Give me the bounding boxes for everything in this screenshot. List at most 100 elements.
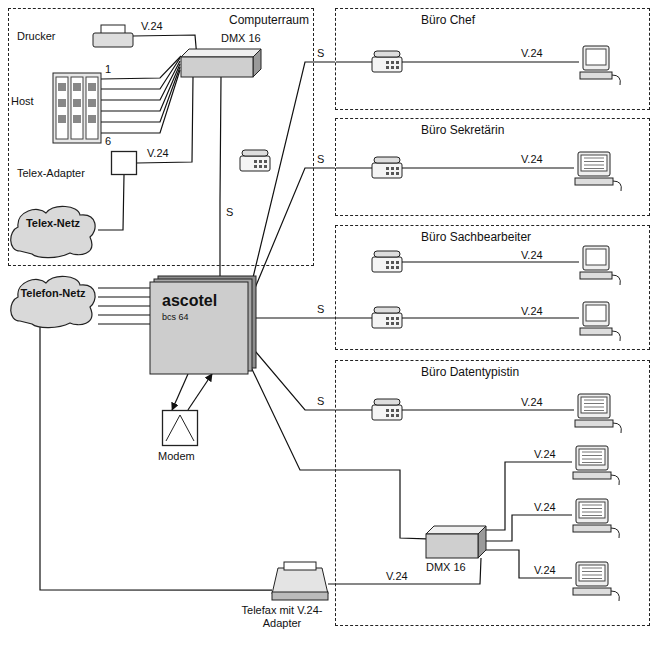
device-label: Telex-Adapter — [17, 167, 85, 180]
fax-device: Telefax mit V.24-Adapter — [272, 568, 328, 600]
wire — [100, 70, 180, 133]
connector — [98, 175, 124, 230]
wire — [336, 409, 372, 410]
connector — [328, 558, 481, 584]
wire — [336, 61, 372, 62]
telephone-icon — [372, 157, 402, 178]
telephone-icon — [372, 307, 402, 328]
connector — [250, 317, 335, 318]
computer-icon — [580, 246, 620, 285]
line-number: 1 — [104, 63, 112, 75]
wire — [98, 305, 150, 306]
printer-device: Drucker — [93, 25, 133, 47]
connector — [250, 168, 335, 300]
wire — [402, 409, 574, 410]
terminal-icon — [575, 152, 621, 191]
connector — [250, 345, 335, 410]
wire — [402, 261, 579, 262]
connector-label: S — [316, 153, 325, 165]
telephone-icon — [372, 251, 402, 272]
device-label: Telefax mit V.24-Adapter — [232, 604, 332, 629]
connector — [250, 365, 426, 539]
connector — [188, 374, 212, 410]
pbx-box: ascotelbcs 64 — [150, 282, 250, 374]
connector-label: S — [225, 206, 234, 218]
network-cloud-shape — [8, 275, 98, 327]
office-region: Büro Sekretärin — [335, 118, 650, 216]
terminal-icon — [573, 499, 619, 538]
connector-label: S — [316, 47, 325, 59]
network-cloud: Telefon-Netz — [8, 275, 98, 327]
office-region: Büro Sachbearbeiter — [335, 225, 650, 350]
telephone-icon — [372, 399, 402, 420]
computer-icon — [580, 302, 620, 341]
multiplexer-box-shape — [426, 526, 486, 558]
connector — [172, 374, 188, 410]
network-cloud-shape — [8, 205, 98, 257]
host-computer: Host — [53, 73, 101, 143]
device-label: Host — [11, 95, 34, 108]
interface-label: V.24 — [520, 153, 544, 165]
interface-label: V.24 — [520, 249, 544, 261]
terminal-icon — [575, 394, 621, 433]
wire — [485, 550, 572, 578]
adapter-box: Telex-Adapter — [111, 151, 137, 175]
wire — [336, 167, 372, 168]
connector — [137, 77, 193, 163]
region-title: Büro Sekretärin — [421, 124, 504, 138]
multiplexer-box-shape — [181, 49, 261, 77]
telephone-icon — [240, 150, 270, 171]
connector-label: V.24 — [140, 20, 164, 32]
wire — [402, 317, 579, 318]
region-title: Büro Chef — [421, 14, 475, 28]
connector-label: S — [316, 395, 325, 407]
interface-label: V.24 — [520, 47, 544, 59]
connector-label: S — [316, 303, 325, 315]
line-number: 6 — [104, 135, 112, 147]
wire — [485, 515, 572, 541]
telephone-icon — [372, 51, 402, 72]
connector-label: V.24 — [385, 570, 409, 582]
wire — [402, 61, 579, 62]
terminal-icon — [573, 446, 619, 485]
computer-icon — [580, 46, 620, 85]
wire — [100, 67, 180, 122]
device-label: DMX 16 — [221, 32, 261, 45]
wire — [98, 296, 150, 297]
wire — [485, 462, 572, 530]
connector — [133, 35, 196, 49]
fax-device-shape — [272, 568, 328, 600]
device-label: Telex-Netz — [22, 217, 84, 230]
modem-box-shape — [162, 410, 198, 446]
connector — [101, 56, 181, 79]
device-label: Telefon-Netz — [18, 287, 88, 300]
wire — [100, 61, 180, 100]
terminal-icon — [573, 562, 619, 601]
host-computer-shape — [53, 73, 101, 143]
multiplexer-box: DMX 16 — [426, 526, 486, 558]
wire — [98, 323, 150, 324]
wire — [100, 64, 180, 111]
wire — [402, 167, 574, 168]
device-label: ascotel — [162, 292, 217, 310]
connector-label: V.24 — [146, 147, 170, 159]
multiplexer-box: DMX 16 — [181, 49, 261, 77]
modem-box: Modem — [162, 410, 198, 446]
printer-device-shape — [93, 25, 133, 47]
connector — [250, 62, 335, 290]
network-cloud: Telex-Netz — [8, 205, 98, 257]
interface-label: V.24 — [533, 448, 557, 460]
connector — [98, 287, 150, 288]
office-region: Büro DatentypistinDMX 16 — [335, 360, 650, 626]
device-label: Modem — [158, 450, 195, 463]
connector — [220, 77, 221, 282]
office-region: Büro Chef — [335, 8, 650, 110]
interface-label: V.24 — [533, 564, 557, 576]
device-label: DMX 16 — [426, 561, 466, 574]
wire — [98, 314, 150, 315]
region-title: Computerraum — [229, 14, 309, 28]
region-title: Büro Datentypistin — [421, 366, 519, 380]
